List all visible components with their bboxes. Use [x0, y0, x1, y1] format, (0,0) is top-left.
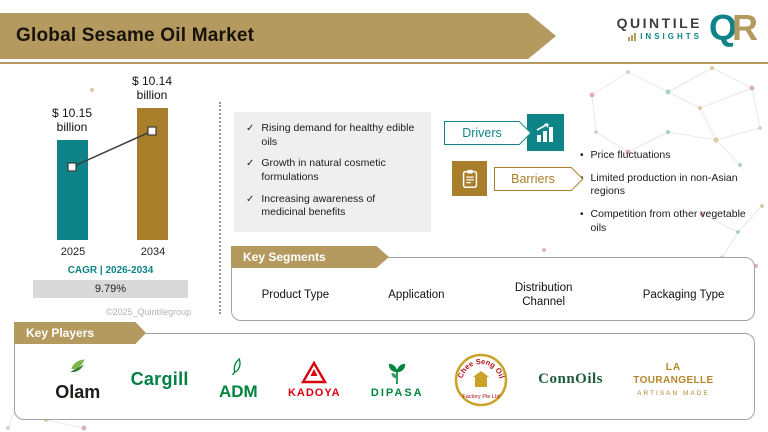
- olam-leaf-icon: [70, 359, 85, 372]
- chee-seng-bottom-text: Factory Pte Ltd: [462, 394, 499, 400]
- driver-item: ✓ Growth in natural cosmetic formulation…: [246, 157, 421, 184]
- brand-chart-icon: [628, 32, 637, 41]
- connoils-wordmark: ConnOils: [538, 371, 604, 387]
- la-tourangelle-line1: LA: [665, 361, 682, 373]
- barrier-item: • Price fluctuations: [580, 149, 762, 163]
- axis-label-2034: 2034: [140, 246, 166, 258]
- monogram-r: R: [732, 7, 758, 48]
- kadoya-triangle-icon: [301, 360, 328, 383]
- barrier-item-text: Price fluctuations: [590, 149, 671, 161]
- la-tourangelle-sub: ARTISAN MADE: [637, 389, 710, 397]
- barrier-item: • Limited production in non-Asian region…: [580, 172, 762, 199]
- bar-value-label-2025: $ 10.15 billion: [24, 106, 120, 135]
- clipboard-icon: [452, 161, 487, 196]
- brand-monogram: Q R: [709, 10, 758, 46]
- adm-leaf-icon: [232, 357, 241, 376]
- cagr-value: 9.79%: [33, 280, 188, 298]
- dipasa-plant-icon: [389, 363, 406, 384]
- logo-la-tourangelle: LA TOURANGELLE ARTISAN MADE: [633, 362, 713, 397]
- bar-amount-2034: $ 10.14: [131, 74, 173, 88]
- bar-unit-2025: billion: [56, 120, 88, 135]
- dipasa-wordmark: DIPASA: [370, 386, 424, 399]
- logo-dipasa: DIPASA: [371, 361, 424, 399]
- barrier-item-text: Competition from other vegetable oils: [590, 207, 746, 234]
- logo-chee-seng: Chee Seng Oil Factory Pte Ltd: [454, 353, 508, 407]
- logo-connoils: ConnOils: [538, 371, 603, 388]
- barrier-item-text: Limited production in non-Asian regions: [590, 171, 738, 198]
- barriers-tag: Barriers: [494, 167, 572, 191]
- key-players-ribbon: Key Players: [14, 322, 146, 344]
- title-banner: Global Sesame Oil Market: [0, 13, 556, 59]
- bar-unit-2034: billion: [136, 88, 168, 103]
- driver-item-text: Growth in natural cosmetic formulations: [261, 157, 386, 183]
- bullet-icon: •: [580, 208, 584, 220]
- driver-item: ✓ Increasing awareness of medicinal bene…: [246, 193, 421, 220]
- segment-column: Distribution Channel: [514, 281, 573, 308]
- key-segments-ribbon: Key Segments: [231, 246, 389, 268]
- drivers-tag: Drivers: [444, 121, 520, 145]
- brand-wordmark: QUINTILE INSIGHTS: [617, 15, 702, 41]
- bar-value-label-2034: $ 10.14 billion: [104, 74, 200, 103]
- cargill-wordmark: Cargill: [130, 369, 189, 389]
- bar-amount-2025: $ 10.15: [51, 106, 93, 120]
- cagr-label: CAGR | 2026-2034: [67, 265, 154, 276]
- chee-seng-badge-icon: Chee Seng Oil Factory Pte Ltd: [454, 353, 508, 406]
- drivers-list-box: ✓ Rising demand for healthy edible oils …: [234, 112, 431, 232]
- brand-name: QUINTILE: [616, 15, 702, 31]
- segment-column: Application: [388, 288, 445, 301]
- logo-olam: Olam: [55, 357, 100, 403]
- check-icon: ✓: [246, 123, 255, 134]
- logo-adm: ADM: [219, 357, 258, 402]
- driver-item: ✓ Rising demand for healthy edible oils: [246, 122, 421, 149]
- page-title: Global Sesame Oil Market: [16, 25, 255, 46]
- logo-kadoya: KADOYA: [287, 360, 341, 399]
- olam-wordmark: Olam: [55, 381, 101, 402]
- barriers-list: • Price fluctuations • Limited productio…: [580, 149, 762, 244]
- monogram-q: Q: [708, 7, 737, 48]
- bullet-icon: •: [580, 150, 584, 161]
- growth-chart-icon: [527, 114, 564, 151]
- check-icon: ✓: [246, 158, 255, 170]
- brand-logo: QUINTILE INSIGHTS Q R: [617, 10, 758, 46]
- bar-2025: [57, 140, 88, 240]
- segment-column: Packaging Type: [642, 288, 725, 301]
- la-tourangelle-line2: TOURANGELLE: [633, 375, 714, 387]
- key-players-panel: Olam Cargill ADM KADOYA: [14, 333, 755, 420]
- segment-column: Product Type: [261, 288, 330, 301]
- adm-wordmark: ADM: [218, 382, 258, 401]
- brand-subtitle: INSIGHTS: [640, 32, 702, 41]
- header-divider: [0, 62, 768, 64]
- check-icon: ✓: [246, 193, 255, 205]
- driver-item-text: Increasing awareness of medicinal benefi…: [261, 192, 376, 219]
- logo-cargill: Cargill: [131, 369, 189, 390]
- axis-label-2025: 2025: [60, 246, 86, 258]
- driver-item-text: Rising demand for healthy edible oils: [261, 122, 415, 148]
- bar-2034: [137, 108, 168, 240]
- dotted-divider: [219, 102, 221, 314]
- watermark: ©2025_Quintilegroup: [106, 307, 192, 317]
- barrier-item: • Competition from other vegetable oils: [580, 208, 762, 235]
- kadoya-wordmark: KADOYA: [287, 386, 341, 399]
